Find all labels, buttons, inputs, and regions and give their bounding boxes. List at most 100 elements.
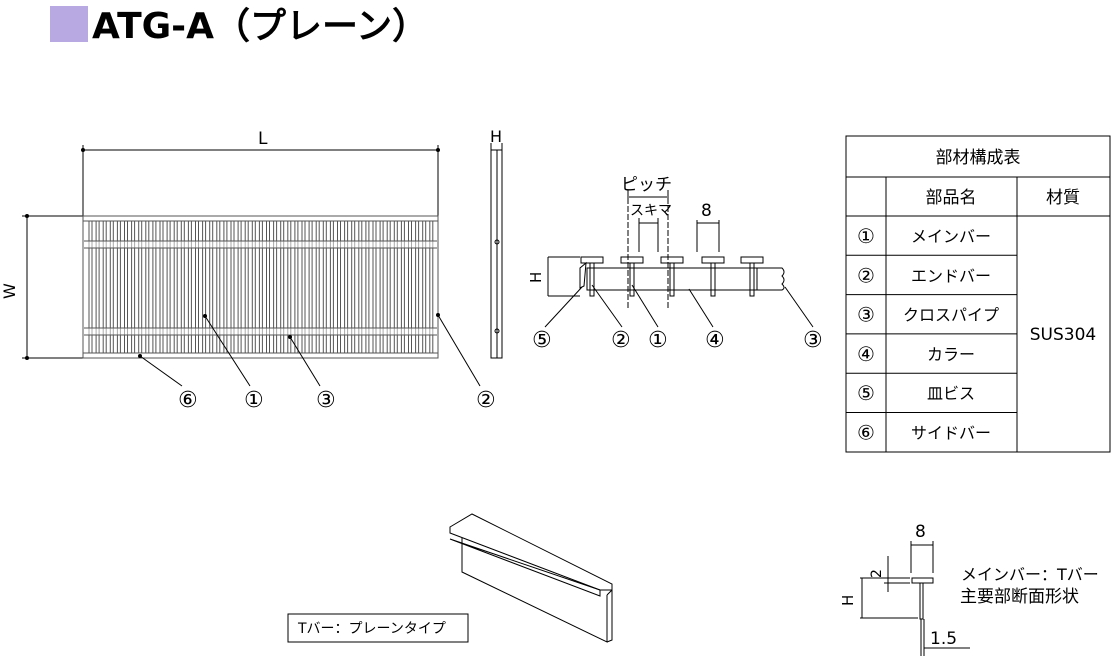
bar-width-8: 8 (701, 201, 712, 221)
main-bar (287, 220, 292, 354)
main-bar (159, 220, 164, 354)
main-bar (301, 220, 306, 354)
callout-1-section: ① (648, 328, 668, 353)
dim-L: L (258, 129, 268, 149)
part-number: ④ (857, 342, 875, 366)
main-bar (230, 220, 235, 354)
callout-5-section: ⑤ (532, 328, 552, 353)
main-bar (216, 220, 221, 354)
dim-W: W (0, 283, 19, 299)
tbar-section (660, 256, 684, 264)
callout-3-section: ③ (803, 328, 823, 353)
main-bar (400, 220, 405, 354)
part-name: カラー (927, 345, 975, 364)
tbar-web (710, 262, 716, 297)
callout-3: ③ (316, 388, 336, 413)
material-value: SUS304 (1030, 325, 1096, 345)
main-bar (294, 220, 299, 354)
main-bar (95, 220, 100, 354)
callout-4-section: ④ (705, 328, 725, 353)
tbar-section (580, 256, 604, 264)
tbar-section (701, 256, 725, 264)
main-bar (329, 220, 334, 354)
main-bar (88, 220, 93, 354)
tbar-section (620, 256, 644, 264)
table-title: 部材構成表 (936, 148, 1021, 168)
section-view: ピッチ スキマ 8 H ⑤ ② ① ④ ③ (527, 175, 823, 353)
main-bar (422, 220, 427, 354)
main-bar (358, 220, 363, 354)
main-bar (138, 220, 143, 354)
main-bar (237, 220, 242, 354)
main-bar (180, 220, 185, 354)
main-bar (109, 220, 114, 354)
main-bar (131, 220, 136, 354)
part-number: ⑥ (857, 421, 875, 445)
callout-1: ① (244, 388, 264, 413)
main-bar (152, 220, 157, 354)
main-bar (166, 220, 171, 354)
tbar-web (669, 262, 675, 297)
main-bar (116, 220, 121, 354)
main-bar (344, 220, 349, 354)
title-marker (50, 6, 88, 42)
part-number: ② (857, 263, 875, 287)
main-bar (280, 220, 285, 354)
profile-flange: 2 (869, 569, 885, 578)
main-bar (372, 220, 377, 354)
main-bar (351, 220, 356, 354)
main-bar (187, 220, 192, 354)
grating-plan-view: L W H ⑥ ① ③ ② (0, 127, 503, 413)
main-bar (124, 220, 128, 354)
main-bar (251, 220, 256, 354)
tbar-web (749, 262, 755, 297)
header-material: 材質 (1046, 188, 1080, 208)
callout-2: ② (476, 388, 496, 413)
tbar-web (589, 262, 595, 297)
profile-caption-2: 主要部断面形状 (960, 587, 1079, 607)
main-bar (315, 220, 320, 354)
part-number: ③ (857, 303, 875, 327)
main-bar (429, 220, 434, 354)
page-title: ATG-A（プレーン） (92, 6, 428, 47)
main-bar (415, 220, 420, 354)
dim-H-section: H (527, 272, 545, 283)
main-bar (379, 220, 384, 354)
main-bar (365, 220, 370, 354)
main-bar (223, 220, 228, 354)
main-bar (408, 220, 412, 354)
callout-6: ⑥ (178, 388, 198, 413)
main-bar (273, 220, 278, 354)
profile-web: 1.5 (930, 629, 957, 649)
main-bar (337, 220, 341, 354)
main-bar (173, 220, 178, 354)
main-bar (386, 220, 391, 354)
dim-H-side: H (490, 127, 502, 146)
main-bar (145, 220, 150, 354)
tbar-illustration: Tバー：プレーンタイプ (287, 513, 613, 643)
main-bar (308, 220, 313, 354)
profile-caption-1: メインバー：Tバー (961, 565, 1099, 584)
callout-2-section: ② (611, 328, 631, 353)
main-bar (102, 220, 107, 354)
main-bar (195, 220, 199, 354)
part-number: ① (857, 224, 875, 248)
tbar-section (740, 256, 764, 264)
part-name: クロスパイプ (903, 306, 999, 325)
tbar-profile: 8 1.5 2 H メインバー：Tバー 主要部断面形状 (839, 522, 1099, 656)
part-name: エンドバー (911, 266, 991, 285)
part-name: 皿ビス (927, 384, 975, 403)
part-number: ⑤ (857, 381, 875, 405)
main-bar (266, 220, 270, 354)
main-bar (322, 220, 327, 354)
main-bar (393, 220, 398, 354)
main-bar (258, 220, 263, 354)
main-bar (209, 220, 214, 354)
part-name: サイドバー (911, 424, 991, 443)
pitch-label: ピッチ (621, 175, 672, 195)
gap-label: スキマ (630, 203, 672, 219)
tbar-label: Tバー：プレーンタイプ (297, 621, 446, 637)
main-bar (244, 220, 249, 354)
